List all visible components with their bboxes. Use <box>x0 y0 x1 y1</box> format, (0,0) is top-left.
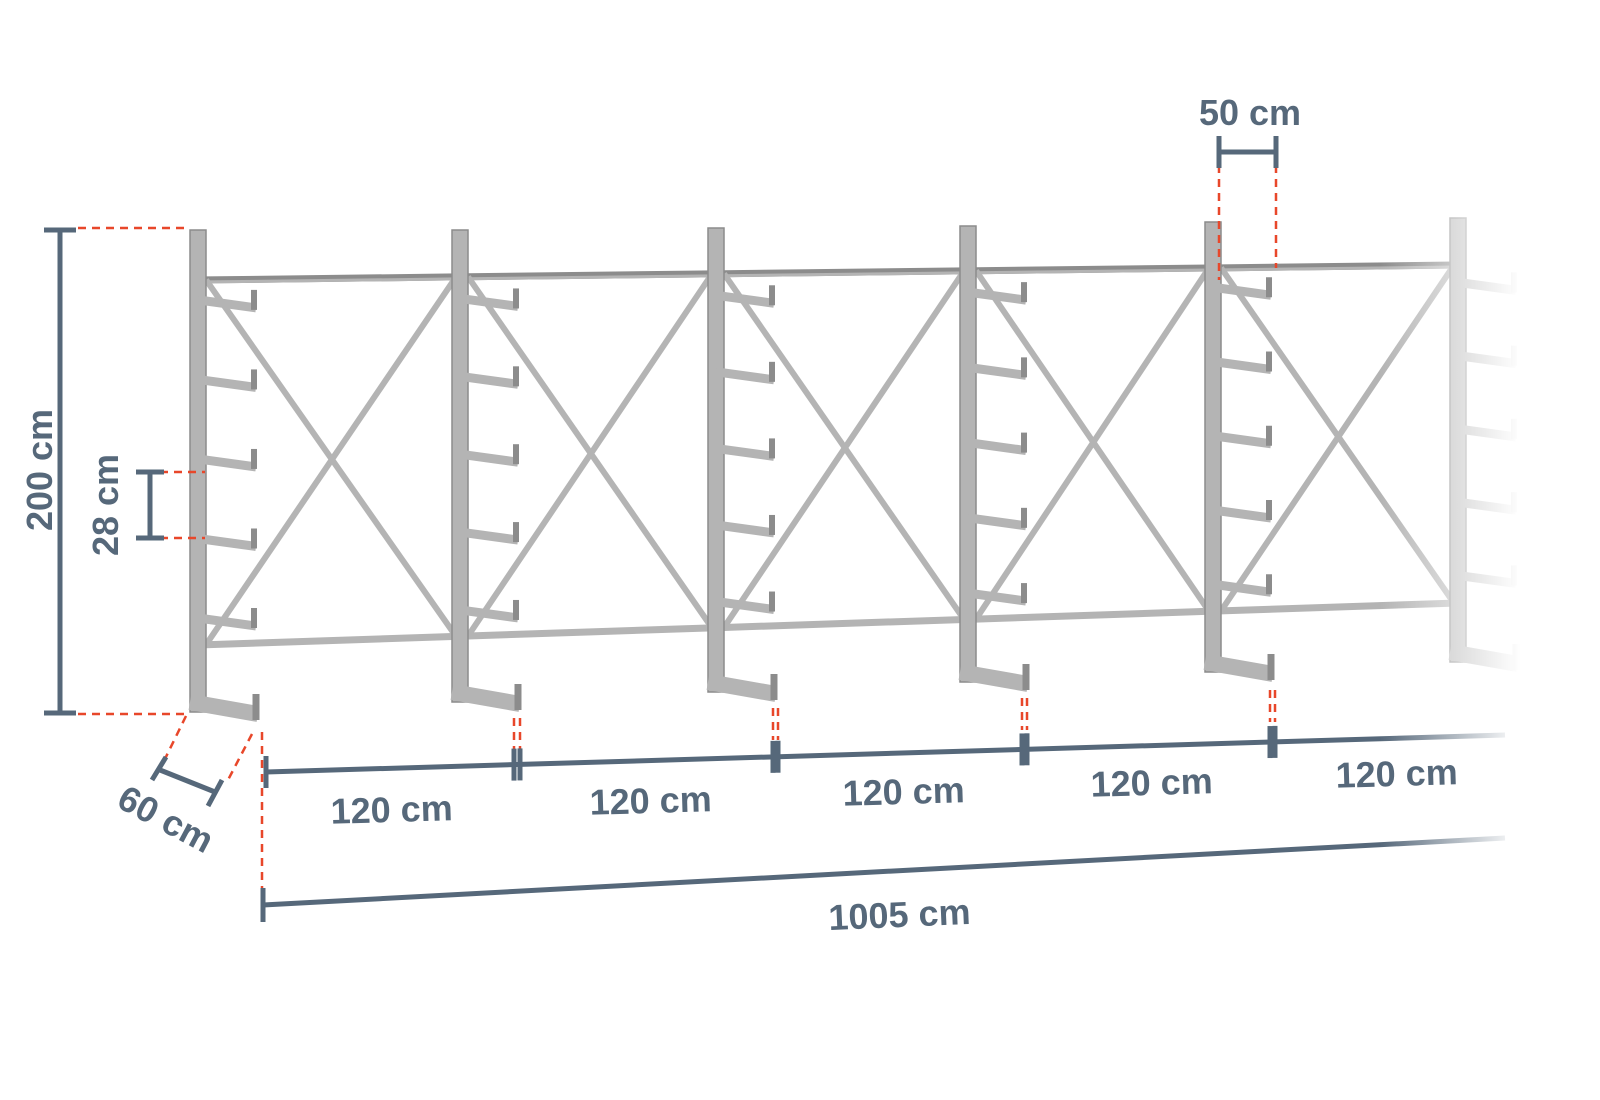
bottom-beam <box>723 615 965 631</box>
bay-width-label-5: 120 cm <box>1335 751 1458 796</box>
top-beam-face <box>975 268 1210 275</box>
base-arm <box>450 684 522 712</box>
cantilever-arm <box>967 438 1027 456</box>
cantilever-arm <box>715 290 775 308</box>
height-label: 200 cm <box>19 409 60 531</box>
cantilever-arm <box>715 443 775 461</box>
bay-width-label-1: 120 cm <box>330 787 453 832</box>
top-beam-face <box>467 274 713 281</box>
cross-brace <box>721 269 967 630</box>
cantilever-arm <box>197 454 257 472</box>
total-dimension-line <box>262 835 1506 908</box>
upright-column <box>451 229 469 703</box>
cantilever-arm <box>459 371 519 389</box>
dimension-lines <box>44 136 1506 922</box>
upright-column <box>707 227 725 693</box>
rack-structure <box>188 217 1520 722</box>
cantilever-arm <box>459 605 519 623</box>
cantilever-arm <box>715 367 775 385</box>
cantilever-arm <box>967 513 1027 531</box>
arm-spacing-label: 28 cm <box>85 454 126 556</box>
top-beam-face <box>205 277 457 284</box>
cross-brace <box>465 272 715 638</box>
upright-column <box>1204 221 1222 673</box>
depth-dimension-line <box>159 767 216 795</box>
cantilever-arm <box>197 534 257 551</box>
top-beam <box>467 270 713 281</box>
leader-depth-left <box>160 715 188 766</box>
cantilever-arm <box>1212 505 1272 523</box>
cantilever-arm <box>197 374 257 392</box>
bay-dimension-line <box>265 732 1506 775</box>
cantilever-arm <box>967 287 1027 305</box>
bottom-beam <box>205 632 457 649</box>
cross-brace <box>203 275 459 647</box>
base-arm <box>188 694 260 722</box>
cantilever-arm <box>715 597 775 614</box>
cantilever-arm <box>459 527 519 545</box>
top-beam <box>723 267 965 278</box>
cantilever-arm <box>1212 579 1272 597</box>
bottom-beam <box>975 607 1210 623</box>
fade-overlay <box>1380 200 1520 900</box>
cantilever-arm <box>1212 431 1272 449</box>
cantilever-arm <box>459 449 519 467</box>
top-beam <box>975 264 1210 275</box>
upright-column <box>959 225 977 683</box>
cantilever-arm <box>1212 357 1272 374</box>
total-length-label: 1005 cm <box>828 891 972 938</box>
cantilever-arm <box>197 613 257 631</box>
cantilever-arm <box>967 588 1027 606</box>
bay-width-label-3: 120 cm <box>842 769 965 814</box>
base-arm <box>1203 654 1275 682</box>
top-beam <box>205 273 457 284</box>
bottom-beam <box>467 624 713 640</box>
leader-depth-right <box>226 733 254 781</box>
base-arm <box>706 674 778 702</box>
arm-length-label: 50 cm <box>1199 92 1301 133</box>
bay-width-label-4: 120 cm <box>1090 760 1213 805</box>
depth-tick-right <box>205 778 225 808</box>
depth-tick-left <box>149 755 169 782</box>
base-arm <box>958 664 1030 692</box>
cantilever-arm <box>1212 282 1272 300</box>
bay-width-label-2: 120 cm <box>589 778 712 823</box>
cantilever-arm <box>715 520 775 538</box>
cantilever-arm <box>459 293 519 311</box>
cross-brace <box>973 266 1212 621</box>
cantilever-arm <box>197 295 257 313</box>
leader-lines <box>78 165 1278 890</box>
top-beam-face <box>723 271 965 278</box>
cantilever-arm <box>967 362 1027 380</box>
